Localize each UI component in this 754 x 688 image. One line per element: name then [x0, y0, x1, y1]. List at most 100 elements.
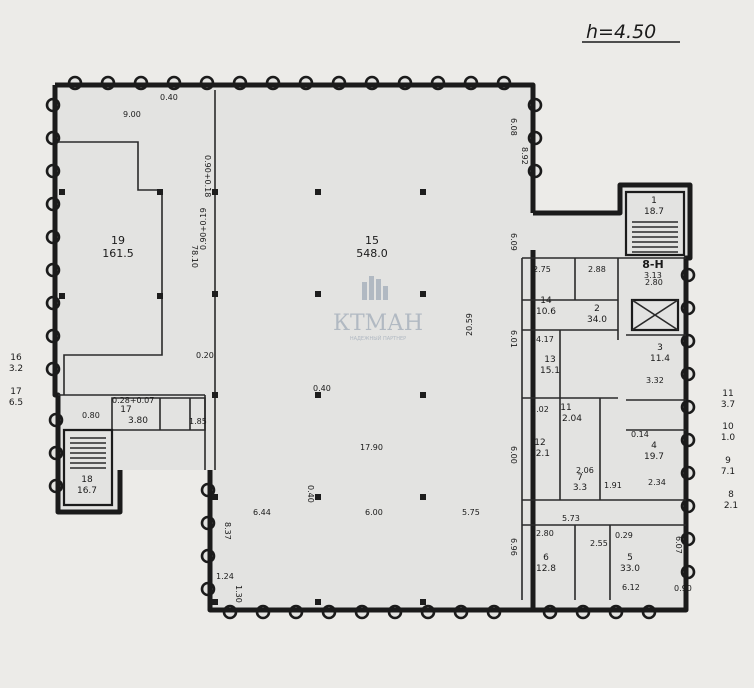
svg-text:33.0: 33.0: [620, 564, 640, 574]
dimension: 78.10: [190, 245, 199, 268]
dimension: 0.90: [674, 584, 692, 593]
stair-tower-inner: [624, 190, 686, 257]
svg-text:15.1: 15.1: [540, 366, 560, 376]
dimension: 0.90+0.18: [203, 155, 212, 197]
svg-text:3.80: 3.80: [128, 416, 148, 426]
svg-text:2.04: 2.04: [562, 414, 582, 424]
svg-text:8: 8: [728, 490, 734, 500]
stair-18-steps: [70, 437, 106, 469]
room-2-label: 2 34.0: [587, 304, 607, 325]
dimension: 2.34: [648, 478, 666, 487]
svg-text:11: 11: [722, 389, 733, 399]
column: [157, 189, 163, 195]
room-17-label: 17 3.80: [120, 405, 148, 426]
svg-text:4: 4: [651, 441, 657, 451]
column: [420, 494, 426, 500]
outside-label-16: 16 3.2: [9, 353, 23, 374]
column: [157, 293, 163, 299]
column: [315, 291, 321, 297]
svg-text:10: 10: [722, 422, 734, 432]
dimension-labels: 9.00 0.40 6.08 8.92 6.09 20.59 6.01 6.00…: [82, 93, 692, 603]
svg-text:18: 18: [81, 475, 93, 485]
svg-text:18.7: 18.7: [644, 207, 664, 217]
dimension: 5.73: [562, 514, 580, 523]
column: [315, 392, 321, 398]
room-18-label: 18 16.7: [77, 475, 97, 496]
dimension: 1.91: [604, 481, 622, 490]
room-labels: 19 161.5 15 548.0 1 18.7 14 10.6 2 34.0 …: [77, 196, 670, 574]
svg-text:12: 12: [534, 438, 545, 448]
column: [59, 189, 65, 195]
svg-text:13: 13: [544, 355, 555, 365]
dimension: 4.17: [536, 335, 554, 344]
dimension: 0.14: [631, 430, 649, 439]
dimension: 8.92: [520, 147, 529, 165]
outside-label-10: 10 1.0: [721, 422, 736, 443]
svg-text:6.5: 6.5: [9, 398, 23, 408]
dimension: 0.40: [313, 384, 331, 393]
dimension: 17.90: [360, 443, 383, 452]
column: [212, 494, 218, 500]
room-15-label: 15 548.0: [356, 234, 388, 260]
svg-text:2: 2: [594, 304, 600, 314]
room-19-label: 19 161.5: [102, 234, 134, 260]
dimension: 9.00: [123, 110, 141, 119]
svg-text:9: 9: [725, 456, 731, 466]
dimension: 1.85: [189, 417, 207, 426]
room-13-label: 13 15.1: [540, 355, 560, 376]
column: [315, 599, 321, 605]
svg-text:17: 17: [120, 405, 131, 415]
svg-text:1: 1: [651, 196, 657, 206]
dimension: 2.02: [531, 405, 549, 414]
dimension: 8.37: [223, 522, 232, 540]
dimension: 0.90+0.19: [199, 208, 208, 250]
svg-text:3.3: 3.3: [573, 483, 587, 493]
column: [420, 291, 426, 297]
svg-text:34.0: 34.0: [587, 315, 607, 325]
dimension: 6.01: [509, 330, 518, 348]
dimension: 0.80: [82, 411, 100, 420]
exterior-wall: [52, 82, 536, 613]
dimension: 6.00: [365, 508, 383, 517]
svg-text:7: 7: [577, 473, 583, 483]
dimension: 3.13: [644, 271, 662, 280]
elevator-shaft: [630, 298, 680, 332]
east-wing-walls: [521, 257, 686, 600]
svg-text:19: 19: [111, 234, 125, 247]
watermark-text: КТМАН: [333, 311, 423, 336]
svg-text:11.4: 11.4: [650, 354, 670, 364]
dimension: 0.20: [196, 351, 214, 360]
dimension: 6.96: [509, 538, 518, 556]
column: [59, 293, 65, 299]
dimension: 6.12: [622, 583, 640, 592]
room-5-label: 5 33.0: [620, 553, 640, 574]
svg-text:12.8: 12.8: [536, 564, 556, 574]
svg-text:161.5: 161.5: [102, 247, 134, 260]
svg-text:11: 11: [560, 403, 571, 413]
elevator-x2: [631, 299, 679, 331]
column: [420, 392, 426, 398]
room-4-label: 4 19.7: [644, 441, 664, 462]
svg-text:1.0: 1.0: [721, 433, 736, 443]
dimension: 6.09: [509, 233, 518, 251]
dimension: 2.88: [588, 265, 606, 274]
svg-text:16: 16: [10, 353, 22, 363]
svg-text:3.2: 3.2: [9, 364, 23, 374]
svg-text:3: 3: [657, 343, 663, 353]
room-11-label: 11 2.04: [560, 403, 582, 424]
dimension: 6.44: [253, 508, 271, 517]
dimension: 1.30: [234, 585, 243, 603]
dimension: 2.80: [536, 529, 554, 538]
dimension: 0.40: [306, 485, 315, 503]
column: [212, 392, 218, 398]
column: [212, 599, 218, 605]
svg-text:6: 6: [543, 553, 549, 563]
room-3-label: 3 11.4: [650, 343, 670, 364]
building-footprint: [55, 85, 690, 610]
svg-text:3.7: 3.7: [721, 400, 735, 410]
building-icon: [362, 276, 388, 300]
outside-label-17: 17 6.5: [9, 387, 23, 408]
dimension: 2.80: [645, 278, 663, 287]
svg-text:16.7: 16.7: [77, 486, 97, 496]
dimension: 1.24: [216, 572, 234, 581]
